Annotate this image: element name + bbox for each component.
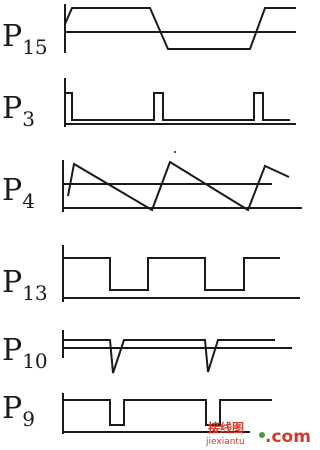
trace-label-p9: P9 bbox=[2, 391, 35, 431]
waveform-p4 bbox=[67, 160, 290, 212]
waveform-p9 bbox=[63, 399, 272, 426]
trace-p15: P15 bbox=[2, 4, 296, 59]
trace-p10: P10 bbox=[2, 330, 292, 374]
trace-p3: P3 bbox=[2, 78, 296, 131]
waveform-p13 bbox=[63, 257, 280, 291]
trace-label-p4: P4 bbox=[2, 173, 35, 213]
trace-label-p15: P15 bbox=[2, 19, 48, 59]
watermark-dot-icon bbox=[259, 432, 265, 438]
watermark-chinese-text: 接线图 bbox=[208, 420, 244, 435]
watermark-domain-text: .com bbox=[265, 427, 311, 447]
trace-label-p10: P10 bbox=[2, 333, 48, 373]
trace-p4: P4 bbox=[2, 151, 302, 213]
waveform-p3 bbox=[65, 92, 290, 121]
trace-label-p13: P13 bbox=[2, 265, 48, 305]
trace-p9: P9 bbox=[2, 391, 272, 434]
watermark-site-text: jiexiantu bbox=[205, 437, 245, 447]
waveform-p10 bbox=[63, 339, 275, 374]
ink-dot bbox=[174, 151, 176, 153]
watermark: 接线图 jiexiantu .com bbox=[205, 420, 311, 447]
trace-label-p3: P3 bbox=[2, 91, 35, 131]
trace-p13: P13 bbox=[2, 245, 300, 305]
waveform-p15 bbox=[64, 7, 296, 50]
